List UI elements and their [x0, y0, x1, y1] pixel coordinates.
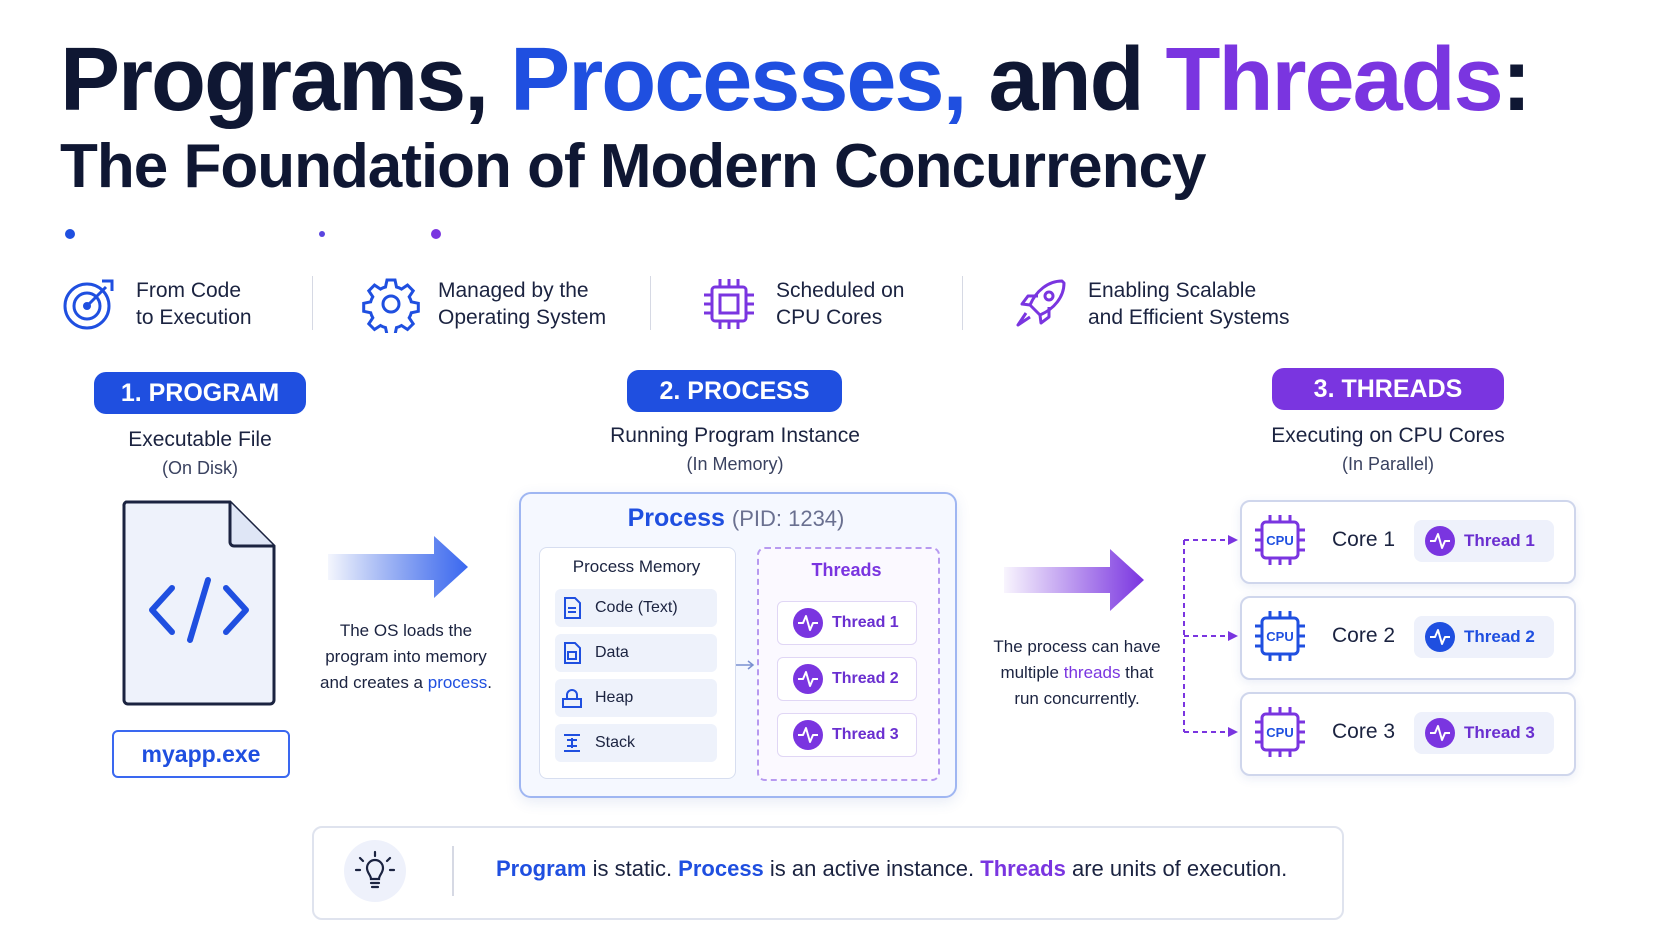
title-underline [65, 229, 441, 239]
memory-item-stack: Stack [555, 724, 717, 762]
exe-filename: myapp.exe [112, 730, 290, 778]
target-icon [63, 279, 114, 330]
cpu-icon: CPU [1255, 707, 1305, 757]
core-connectors [1183, 535, 1238, 737]
activity-icon [793, 720, 823, 750]
cpu-icon: CPU [1255, 515, 1305, 565]
program-subtitle: Executable File [128, 428, 272, 451]
activity-icon [1425, 718, 1455, 748]
process-thread-item: Thread 3 [777, 713, 917, 757]
data-file-icon [564, 642, 581, 664]
activity-icon [793, 608, 823, 638]
rocket-icon [1016, 279, 1066, 327]
program-note: (On Disk) [162, 458, 238, 478]
load-arrow [328, 536, 468, 598]
core-label: Core 2 [1332, 624, 1396, 647]
page-title: Programs, Processes, and Threads: [60, 30, 1532, 130]
threads-section-label: 3. THREADS [1272, 368, 1504, 410]
heap-icon [562, 689, 582, 708]
feature-divider [650, 276, 651, 330]
core-label: Core 3 [1332, 720, 1396, 743]
core-row-2: CPU Core 2 Thread 2 [1240, 596, 1576, 680]
core-row-1: CPU Core 1 Thread 1 [1240, 500, 1576, 584]
process-memory-title: Process Memory [572, 557, 701, 576]
process-thread-item: Thread 1 [777, 601, 917, 645]
summary-box [312, 826, 1344, 920]
process-subtitle: Running Program Instance [610, 424, 860, 447]
svg-text:CPU: CPU [1266, 725, 1293, 740]
process-threads-title: Threads [811, 560, 882, 580]
memory-to-threads-arrow [736, 660, 755, 670]
process-thread-item: Thread 2 [777, 657, 917, 701]
summary-divider [452, 846, 454, 896]
process-card-title: Process (PID: 1234) [627, 504, 845, 532]
feature-divider [962, 276, 963, 330]
threads-caption: The process can have multiple threads th… [993, 637, 1161, 708]
process-note: (In Memory) [686, 454, 784, 474]
core-thread-badge: Thread 3 [1414, 712, 1554, 754]
threads-note: (In Parallel) [1341, 454, 1435, 474]
memory-item-code: Code (Text) [555, 589, 717, 627]
load-caption: The OS loads the program into memory and… [319, 621, 492, 692]
memory-item-data: Data [555, 634, 717, 672]
core-thread-badge: Thread 1 [1414, 520, 1554, 562]
document-icon [564, 597, 581, 619]
lightbulb-icon [344, 840, 406, 902]
threads-subtitle: Executing on CPU Cores [1271, 424, 1505, 447]
cpu-icon: CPU [1255, 611, 1305, 661]
feature-divider [312, 276, 313, 330]
threads-arrow [1004, 549, 1144, 611]
core-thread-badge: Thread 2 [1414, 616, 1554, 658]
activity-icon [793, 664, 823, 694]
stack-icon [564, 734, 580, 752]
svg-text:CPU: CPU [1266, 533, 1293, 548]
gear-icon [362, 278, 420, 333]
process-section-label: 2. PROCESS [627, 370, 842, 412]
activity-icon [1425, 526, 1455, 556]
svg-text:CPU: CPU [1266, 629, 1293, 644]
page-subtitle: The Foundation of Modern Concurrency [60, 132, 1206, 201]
summary-text: Program is static. Process is an active … [496, 856, 1288, 881]
activity-icon [1425, 622, 1455, 652]
core-row-3: CPU Core 3 Thread 3 [1240, 692, 1576, 776]
code-file-icon [122, 500, 276, 706]
memory-item-heap: Heap [555, 679, 717, 717]
core-label: Core 1 [1332, 528, 1396, 551]
chip-icon [704, 279, 754, 329]
program-section-label: 1. PROGRAM [94, 372, 306, 414]
